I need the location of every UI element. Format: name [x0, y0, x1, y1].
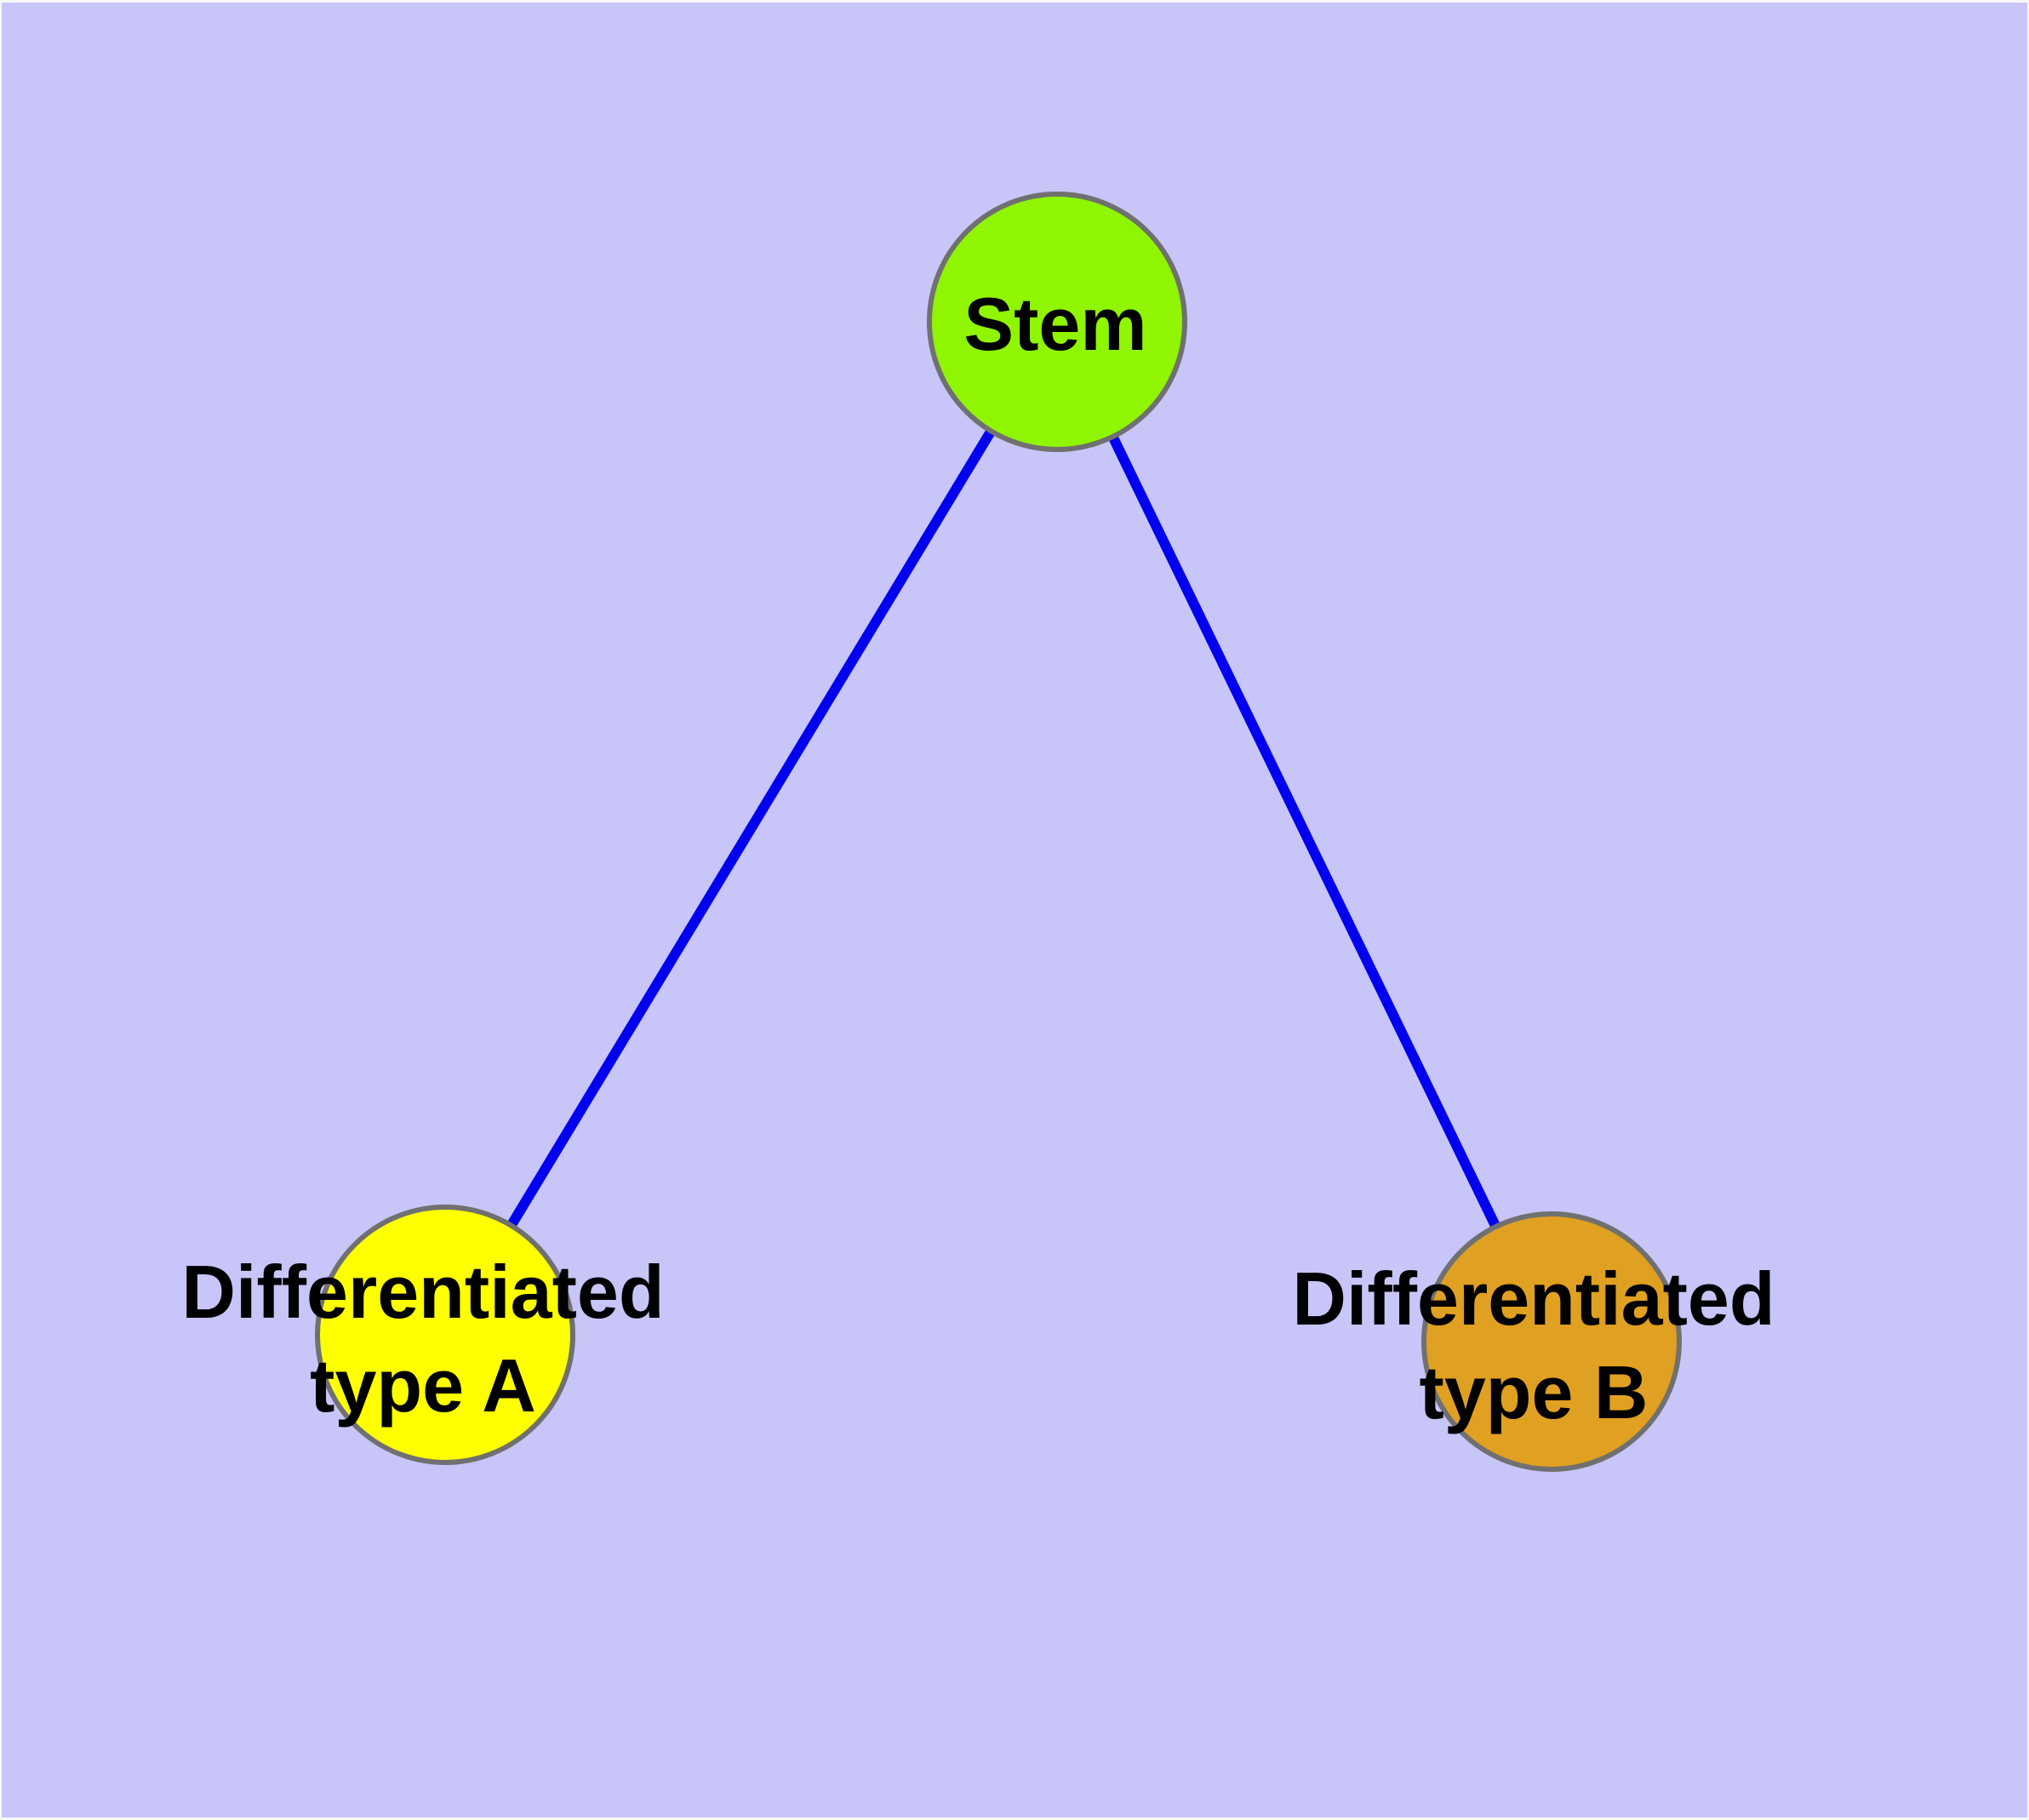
edge-stem-to-type-a[interactable] [440, 318, 1062, 1338]
node-type-a-label-line2: type A [310, 1343, 536, 1428]
node-type-b-label-line2: type B [1420, 1350, 1649, 1434]
node-type-b-label-line1: Differentiated [1292, 1256, 1775, 1341]
node-stem-circle[interactable] [927, 192, 1187, 452]
node-type-a-circle[interactable] [315, 1205, 575, 1465]
edge-stem-to-type-b[interactable] [1052, 319, 1557, 1344]
diagram-svg: Stem Differentiated type A Differentiate… [181, 192, 1775, 1472]
node-type-b-circle[interactable] [1421, 1211, 1682, 1472]
node-stem-label: Stem [963, 282, 1146, 366]
node-type-a-label-line1: Differentiated [181, 1250, 664, 1334]
